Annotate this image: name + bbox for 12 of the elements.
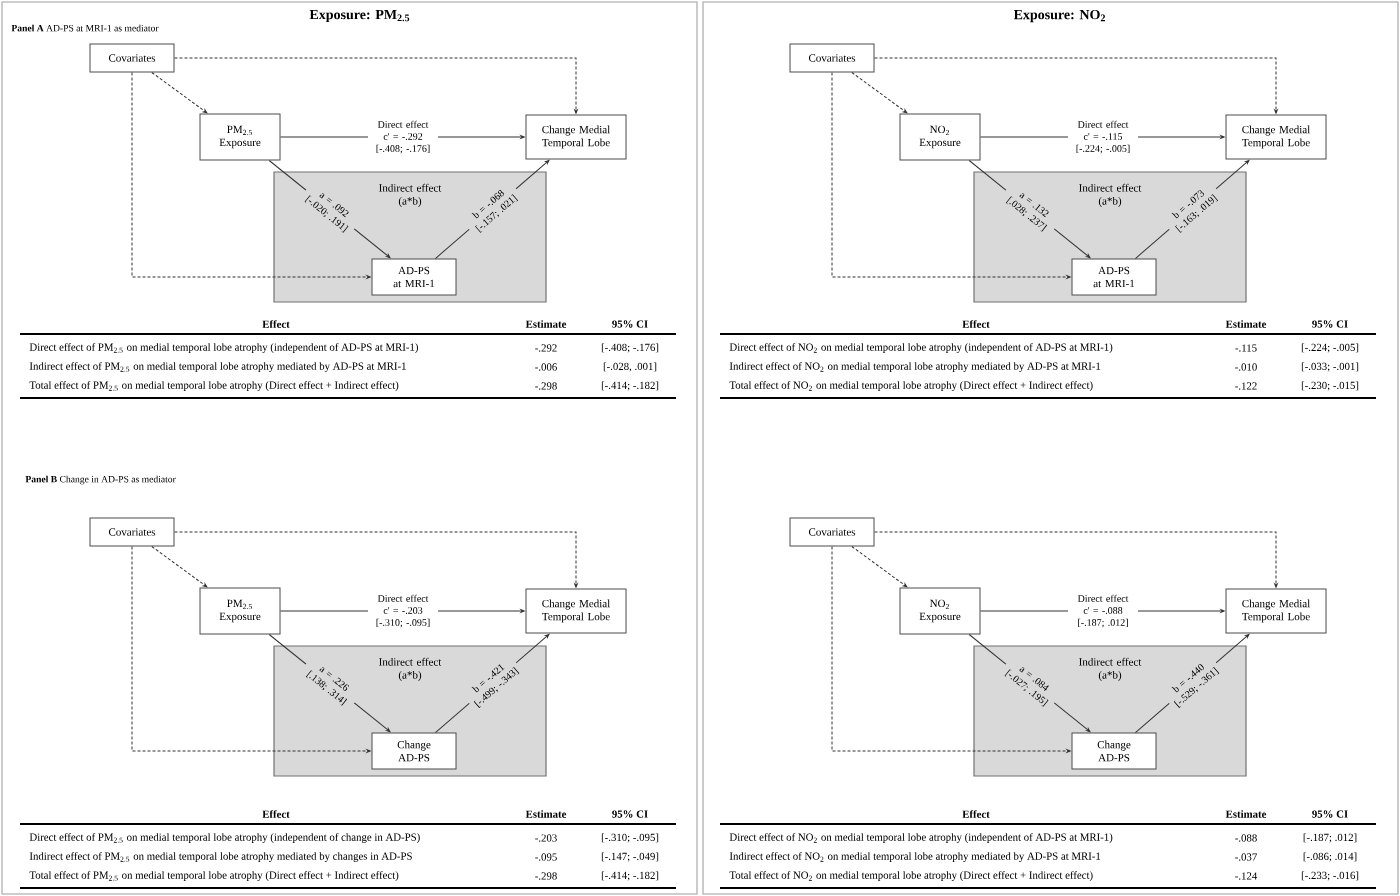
dashed-arrow — [831, 546, 1071, 753]
dashed-arrow — [151, 72, 208, 114]
dashed-arrow — [131, 72, 371, 279]
dashed-arrow — [131, 546, 371, 753]
dashed-arrow — [174, 531, 578, 588]
dashed-arrow — [151, 546, 208, 588]
dashed-arrow — [174, 57, 578, 114]
dashed-arrow — [851, 546, 908, 588]
dashed-arrow — [874, 57, 1278, 114]
dashed-arrow — [851, 72, 908, 114]
dashed-arrow — [874, 531, 1278, 588]
dashed-arrow — [831, 72, 1071, 279]
